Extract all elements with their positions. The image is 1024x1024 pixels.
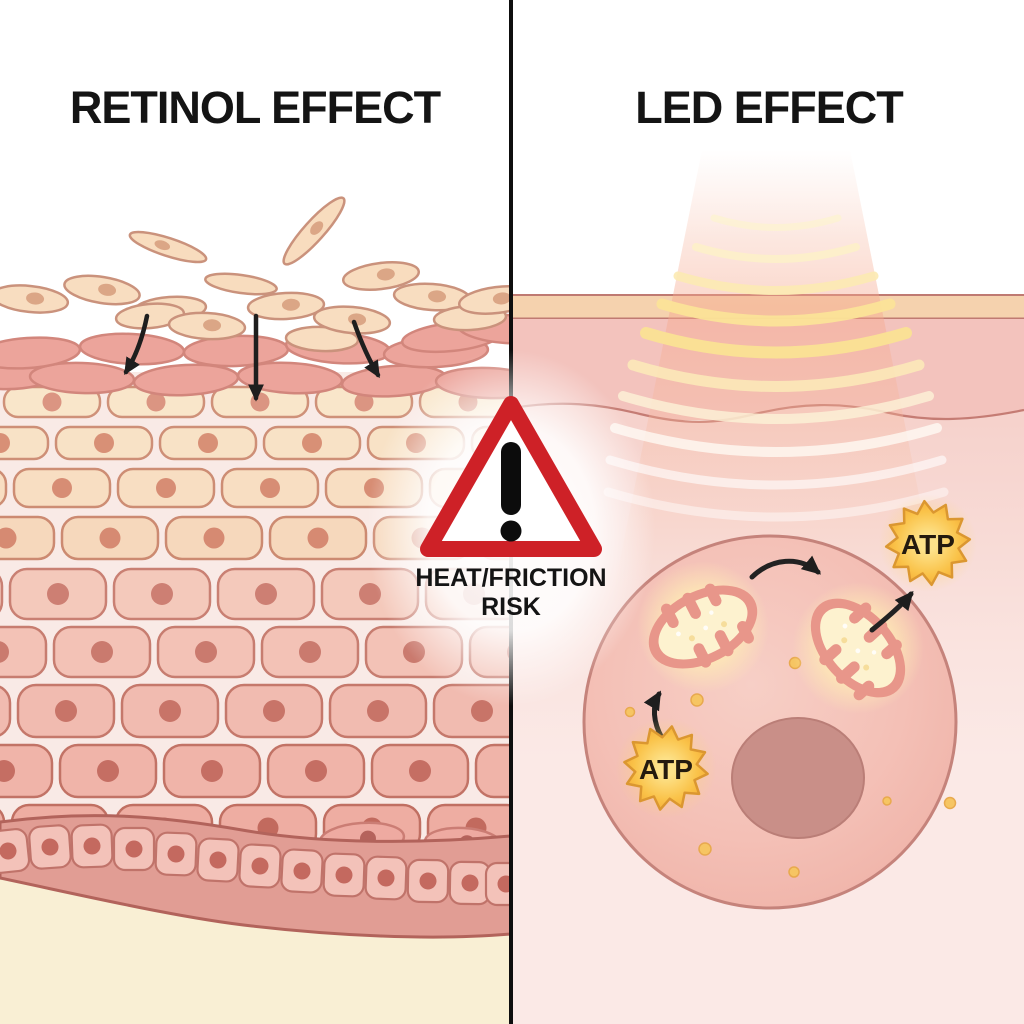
atp-burst-output: ATP <box>858 473 998 613</box>
epidermis-cell-row <box>0 742 532 802</box>
led-panel-illustration: ATP ATP <box>512 0 1024 1024</box>
down-arrow-icon <box>123 313 150 376</box>
retinol-panel-title: RETINOL EFFECT <box>69 82 441 133</box>
down-arrow-icon <box>351 319 381 379</box>
cell-nucleus <box>731 717 865 839</box>
warning-caption-line1: HEAT/FRICTION <box>415 564 607 592</box>
mitochondrion-transfer-arrow-icon <box>749 555 822 580</box>
flaking-cells <box>128 196 421 296</box>
exfoliation-arrows <box>123 313 381 402</box>
basal-layer-cells <box>0 823 528 907</box>
exclamation-icon <box>500 442 522 542</box>
dermis-area <box>0 878 511 1024</box>
atp-output-label: ATP <box>901 529 955 560</box>
warning-sign <box>326 300 696 756</box>
led-beam <box>612 150 940 600</box>
warning-caption: HEAT/FRICTION RISK <box>331 564 691 622</box>
atp-burst-input: ATP <box>594 696 738 840</box>
led-panel-title: LED EFFECT <box>635 82 904 133</box>
atp-input-label: ATP <box>639 754 693 785</box>
warning-caption-line2: RISK <box>481 593 541 621</box>
